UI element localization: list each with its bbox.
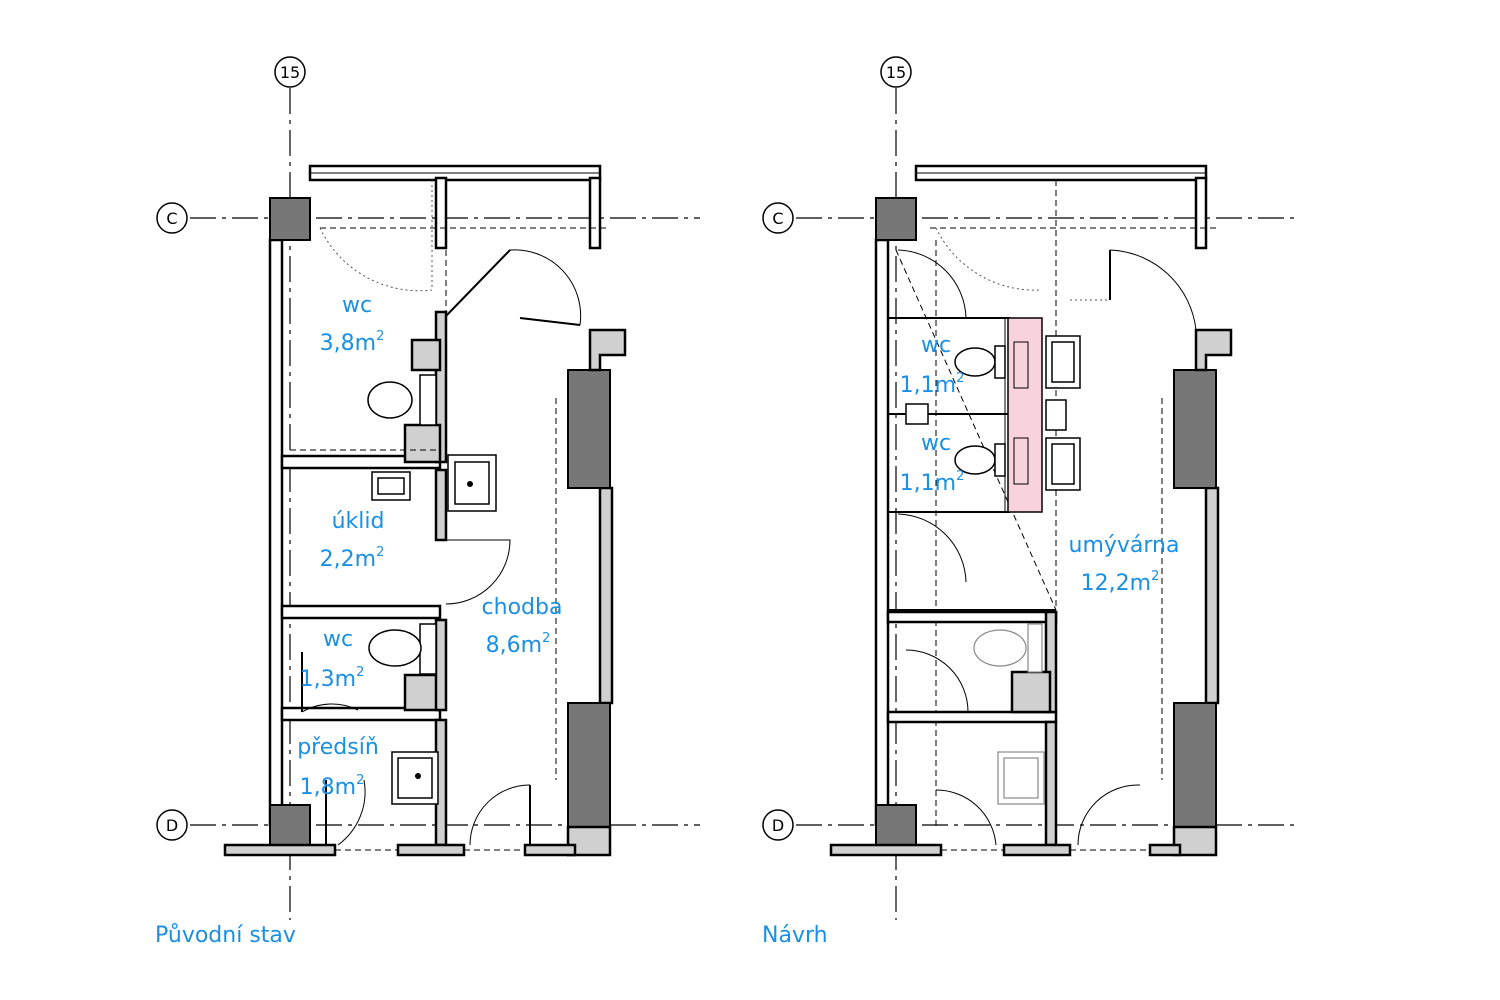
right-plan-caption: Návrh xyxy=(762,923,828,948)
left-right-wall xyxy=(598,486,614,705)
svg-text:C: C xyxy=(166,209,177,228)
right-toilet-2 xyxy=(954,443,1006,477)
left-room-wc-1-name: wc xyxy=(342,293,372,318)
right-bottom-wall xyxy=(829,843,943,857)
svg-text:C: C xyxy=(772,209,783,228)
right-sink-1 xyxy=(1045,335,1081,389)
right-sink-counter xyxy=(1007,317,1043,513)
left-room-wc-2-name: wc xyxy=(323,627,353,652)
right-column-d xyxy=(875,804,917,846)
left-outer-wall xyxy=(268,238,284,827)
right-room-washroom-area: 12,2m2 xyxy=(1081,569,1160,596)
right-room-wc-1-area: 1,1m2 xyxy=(900,371,965,398)
right-outer-wall xyxy=(874,238,890,827)
svg-text:D: D xyxy=(772,816,784,835)
right-axis-d-bubble: D xyxy=(762,809,794,841)
left-sink-cleaning xyxy=(371,471,411,501)
right-column-c xyxy=(875,197,917,241)
svg-text:15: 15 xyxy=(886,63,906,82)
left-room-lobby-name: předsíň xyxy=(297,735,379,760)
left-plan-caption: Původní stav xyxy=(155,923,296,948)
right-sink-2 xyxy=(1045,437,1081,491)
right-toilet-3 xyxy=(973,623,1043,673)
right-axis-c-bubble: C xyxy=(762,202,794,234)
right-toilet-1 xyxy=(954,345,1006,379)
left-room-cleaning-name: úklid xyxy=(332,509,385,534)
right-room-wc-2-name: wc xyxy=(921,431,951,456)
right-room-wc-2-area: 1,1m2 xyxy=(900,469,965,496)
left-plan: 15 C D xyxy=(155,56,700,948)
svg-text:15: 15 xyxy=(280,63,300,82)
left-axis-d-bubble: D xyxy=(156,809,188,841)
left-toilet-2 xyxy=(368,623,437,675)
left-column-c xyxy=(269,197,311,241)
right-plan: 15 C D xyxy=(762,56,1300,948)
left-room-wc-2-area: 1,3m2 xyxy=(300,665,365,692)
right-room-wc-1-name: wc xyxy=(921,333,951,358)
left-sink-lobby xyxy=(391,751,439,805)
left-room-wc-1-area: 3,8m2 xyxy=(320,329,385,356)
svg-text:D: D xyxy=(166,816,178,835)
left-toilet-1 xyxy=(367,374,437,426)
left-room-cleaning-area: 2,2m2 xyxy=(320,545,385,572)
right-room-washroom-name: umývárna xyxy=(1069,533,1180,558)
left-room-corridor-area: 8,6m2 xyxy=(486,631,551,658)
left-column-d xyxy=(269,804,311,846)
left-axis-15-bubble: 15 xyxy=(274,56,306,88)
right-sink-lobby xyxy=(997,751,1045,805)
right-axis-15-bubble: 15 xyxy=(880,56,912,88)
left-room-corridor-name: chodba xyxy=(482,595,563,620)
right-right-wall xyxy=(1204,486,1220,705)
left-sink-corridor xyxy=(447,454,497,512)
left-axis-c-bubble: C xyxy=(156,202,188,234)
left-bottom-wall xyxy=(223,843,337,857)
left-room-lobby-area: 1,8m2 xyxy=(300,773,365,800)
